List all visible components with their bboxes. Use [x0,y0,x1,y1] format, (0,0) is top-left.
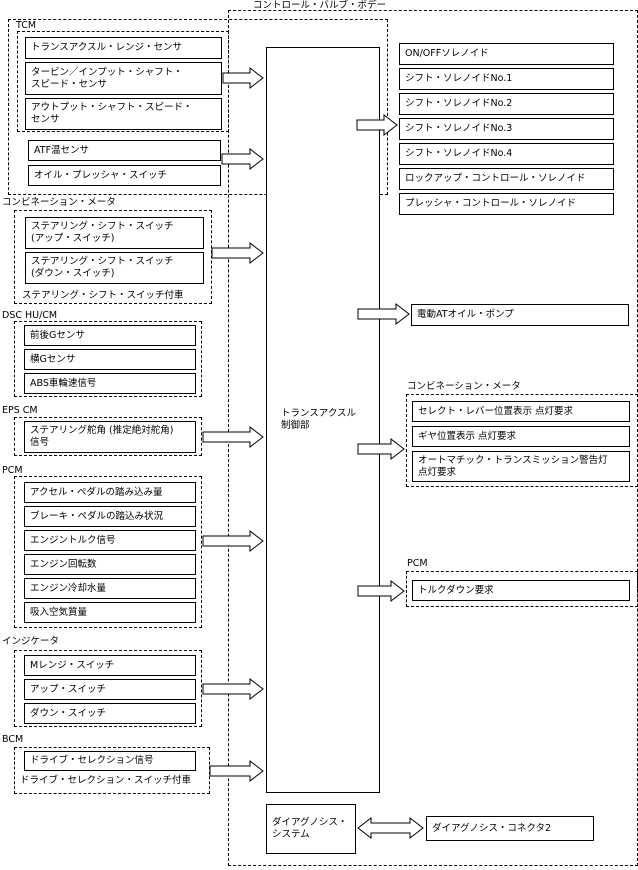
diagnosis-system: ダイアグノシス・ システム [266,804,356,854]
input-arrow [202,677,264,701]
dsc-signal-box: 横Gセンサ [24,349,196,370]
pcm-signal-box: エンジン冷却水量 [24,578,196,599]
indicator-switch-box: アップ・スイッチ [24,679,196,700]
dsc-signal-box: 前後Gセンサ [24,325,196,346]
torque-down-box: トルクダウン要求 [412,580,630,601]
meter-request-box: ギヤ位置表示 点灯要求 [412,426,630,447]
input-arrow [222,66,264,90]
solenoid-box: シフト・ソレノイドNo.2 [399,93,614,115]
tcm-other-box: ATF温センサ [28,140,221,161]
input-arrow [221,147,264,171]
output-arrow [356,113,398,137]
pcm-input-title: PCM [2,465,23,476]
steering-switch-box: ステアリング・シフト・スイッチ (アップ・スイッチ) [25,217,204,249]
output-arrow [357,302,410,326]
solenoid-box: ロックアップ・コントロール・ソレノイド [399,168,614,190]
valve-body-title: コントロール・バルブ・ボデー [253,0,387,11]
pcm-signal-box: ブレーキ・ペダルの踏込み状況 [24,506,196,527]
indicator-group [14,650,202,727]
bcm-title: BCM [2,734,24,745]
tcm-sensor-box: アウトプット・シャフト・スピード・ センサ [25,98,222,130]
indicator-switch-box: ダウン・スイッチ [24,703,196,724]
solenoid-box: プレッシャ・コントロール・ソレノイド [399,193,614,215]
tcm-sensor-box: タービン／インプット・シャフト・ スピード・センサ [25,62,222,95]
solenoid-box: ON/OFFソレノイド [399,43,614,65]
input-arrow [202,529,264,553]
meter-request-box: セレクト・レバー位置表示 点灯要求 [412,401,630,422]
tcm-sensor-box: トランスアクスル・レンジ・センサ [25,37,222,59]
combi-output-title: コンビネーション・メータ [407,381,521,392]
pcm-signal-box: アクセル・ペダルの踏み込み量 [24,482,196,503]
eps-signal-box: ステアリング舵角 (推定絶対舵角) 信号 [24,421,196,453]
bcm-sub-title: ドライブ・セレクション・スイッチ付車 [20,775,192,786]
tcm-other-box: オイル・プレッシャ・スイッチ [28,165,221,186]
pcm-signal-box: エンジントルク信号 [24,530,196,551]
input-arrow [202,425,264,449]
dsc-group [14,321,202,397]
diagnosis-connector-box: ダイアグノシス・コネクタ2 [426,816,594,841]
solenoid-box: シフト・ソレノイドNo.3 [399,118,614,140]
solenoid-box: シフト・ソレノイドNo.4 [399,143,614,165]
indicator-switch-box: Mレンジ・スイッチ [24,655,196,676]
input-arrow [211,241,264,265]
oil-pump-box: 電動ATオイル・ポンプ [411,304,629,326]
tcm-title: TCM [16,20,37,31]
indicator-title: インジケータ [2,636,60,647]
dsc-signal-box: ABS車輪速信号 [24,373,196,394]
pcm-input-group [14,476,202,628]
combi-input-title: コンビネーション・メータ [2,197,116,208]
output-arrow [357,437,405,461]
pcm-signal-box: エンジン回転数 [24,554,196,575]
combi-sub-title: ステアリング・シフト・スイッチ付車 [22,290,184,301]
input-arrow [209,759,264,783]
transaxle-controller: トランスアクスル 制御部 [266,47,380,793]
tcm-group [8,19,388,195]
solenoid-box: シフト・ソレノイドNo.1 [399,68,614,90]
pcm-signal-box: 吸入空気質量 [24,602,196,623]
meter-request-box: オートマチック・トランスミッション警告灯 点灯要求 [412,451,630,482]
output-arrow [357,579,405,603]
bcm-signal-box: ドライブ・セレクション信号 [24,751,196,771]
eps-group [14,417,202,456]
dsc-title: DSC HU/CM [2,310,58,321]
pcm-output-title: PCM [407,558,428,569]
steering-switch-box: ステアリング・シフト・スイッチ (ダウン・スイッチ) [25,252,204,284]
eps-title: EPS CM [2,405,38,416]
bidirectional-arrow [357,816,424,840]
